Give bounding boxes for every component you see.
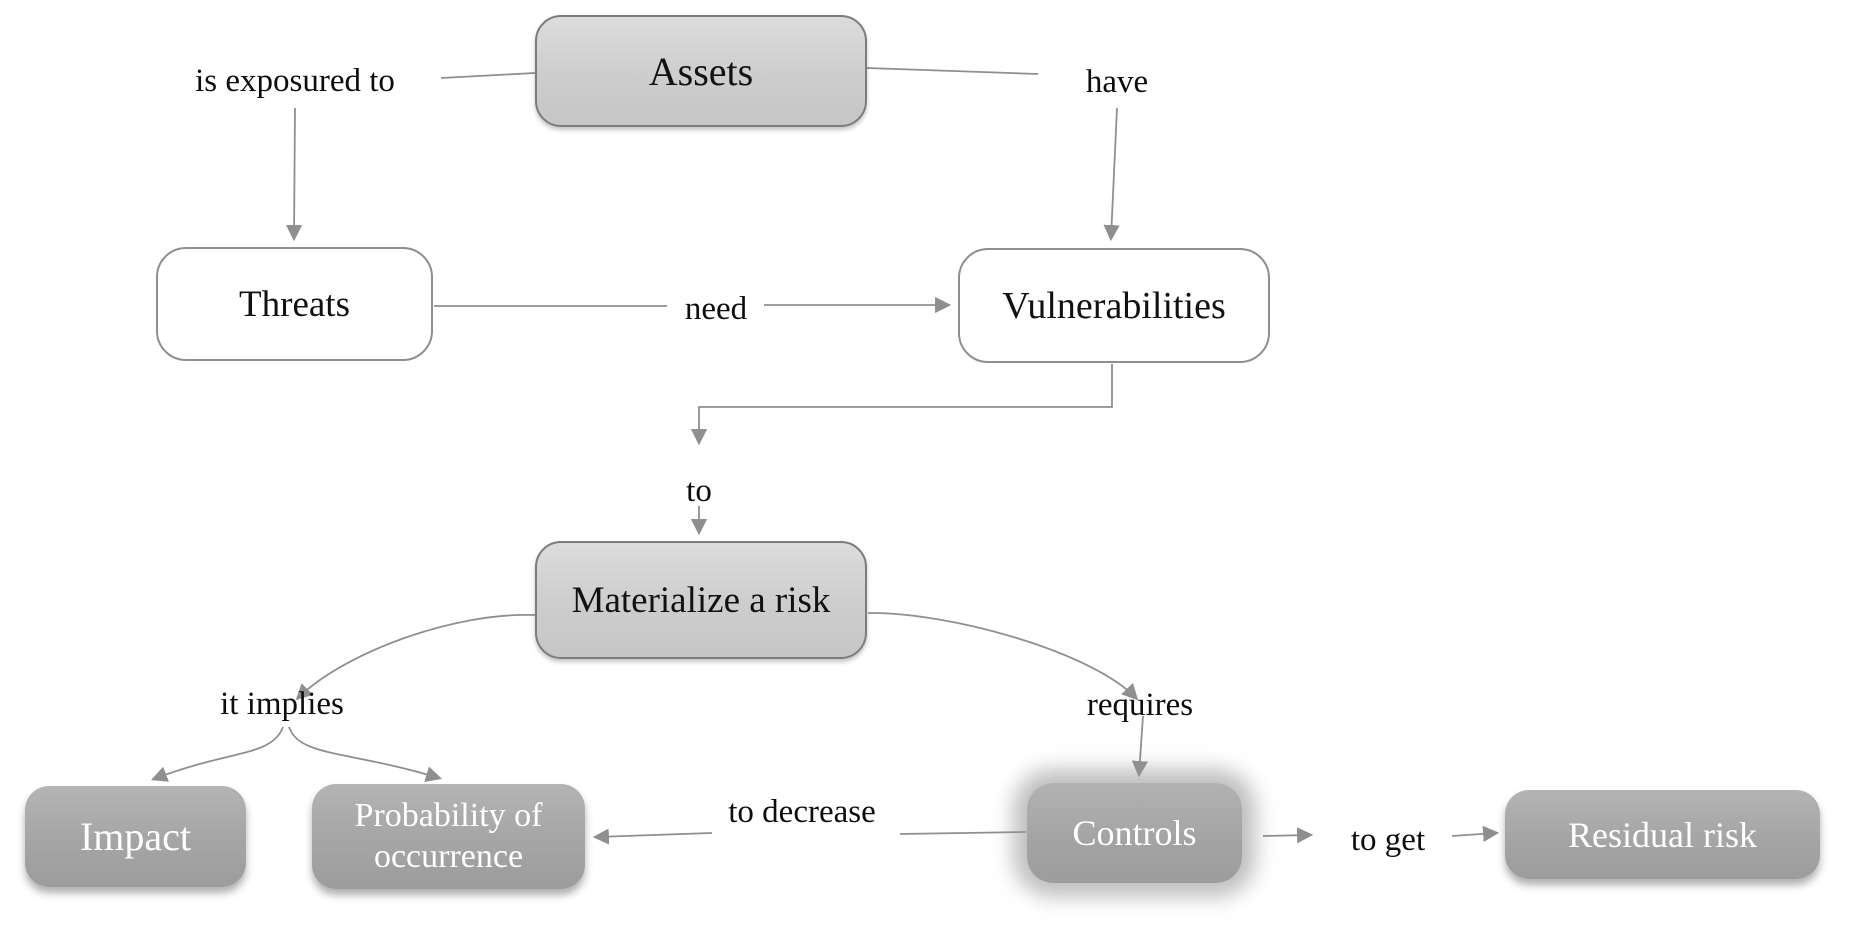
edge-label-it-implies: it implies xyxy=(220,686,344,722)
edge-label-is-exposured-to: is exposured to xyxy=(195,63,395,99)
node-probability-label: Probability of occurrence xyxy=(354,796,543,875)
node-probability: Probability of occurrence xyxy=(312,784,585,889)
node-threats-label: Threats xyxy=(239,283,350,325)
edge-toget-residual-arrow xyxy=(1451,825,1500,842)
edge-implies-impact-branch xyxy=(150,726,284,782)
node-assets: Assets xyxy=(535,15,867,127)
node-materialize-risk: Materialize a risk xyxy=(535,541,867,659)
node-threats: Threats xyxy=(156,247,433,361)
node-controls: Controls xyxy=(1027,783,1242,883)
node-assets-label: Assets xyxy=(648,48,754,94)
edge-controls-decrease xyxy=(899,831,1027,835)
node-impact-label: Impact xyxy=(79,814,192,859)
edge-exposured-to-assets xyxy=(440,72,536,79)
edge-vulnerabilities-to-elbow xyxy=(690,364,1113,446)
edge-assets-have xyxy=(866,67,1039,75)
edge-materialize-implies-curve xyxy=(295,614,536,701)
node-controls-label: Controls xyxy=(1072,813,1197,853)
edge-implies-probability-branch xyxy=(288,726,443,783)
edge-label-have: have xyxy=(1085,64,1149,100)
edge-controls-toget-arrow xyxy=(1262,827,1314,844)
edge-label-requires: requires xyxy=(1086,687,1194,723)
edge-decrease-probability-arrow xyxy=(592,828,713,845)
edge-label-to-get: to get xyxy=(1350,822,1426,858)
edge-exposured-to-threats-arrow xyxy=(285,107,303,242)
edge-have-vulnerabilities-arrow xyxy=(1103,107,1120,242)
edge-requires-controls-arrow xyxy=(1131,715,1148,778)
node-vulnerabilities: Vulnerabilities xyxy=(958,248,1270,363)
node-residual-risk-label: Residual risk xyxy=(1568,814,1757,855)
edge-label-need: need xyxy=(684,291,748,327)
edge-label-to-decrease: to decrease xyxy=(728,794,876,830)
edge-materialize-requires-curve xyxy=(867,612,1139,701)
node-impact: Impact xyxy=(25,786,246,887)
node-materialize-risk-label: Materialize a risk xyxy=(571,579,831,621)
node-vulnerabilities-label: Vulnerabilities xyxy=(1002,284,1226,327)
edge-label-to: to xyxy=(686,473,712,509)
node-residual-risk: Residual risk xyxy=(1505,790,1820,879)
